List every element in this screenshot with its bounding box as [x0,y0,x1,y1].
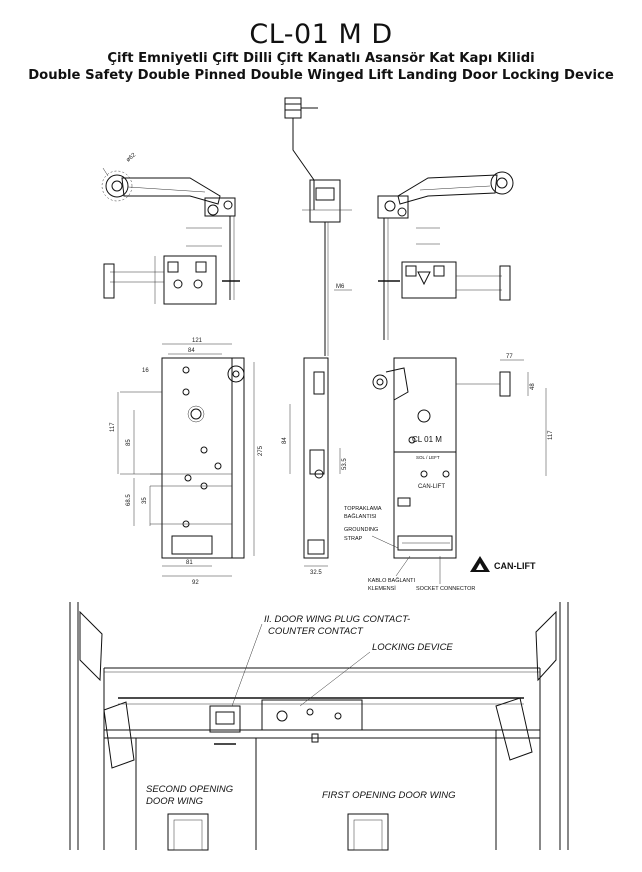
ground-label-en-2: STRAP [344,536,363,542]
cable-label-tr-1: KABLO BAĞLANTI [368,577,416,584]
dim-48: 48 [530,383,536,390]
subtitle-turkish: Çift Emniyetli Çift Dilli Çift Kanatlı A… [107,51,535,66]
cable-label-en: SOCKET CONNECTOR [416,586,475,592]
locking-device-label: LOCKING DEVICE [372,642,453,653]
dim-53-5: 53.5 [342,458,348,470]
ground-label-en-1: GROUNDING [344,527,378,533]
header: CL-01 M D Çift Emniyetli Çift Dilli Çift… [0,0,642,84]
dim-81: 81 [186,560,193,566]
left-lock-body: 121 84 16 117 85 275 68.5 35 81 92 [110,338,264,586]
second-wing-label-2: DOOR WING [146,796,203,807]
dim-117: 117 [110,422,116,432]
device-model-label: CL 01 M [412,435,442,444]
dim-77: 77 [506,354,513,360]
plug-contact-label-1: II. DOOR WING PLUG CONTACT- [264,614,410,625]
dim-m6: M6 [336,284,345,290]
first-wing-label: FIRST OPENING DOOR WING [322,790,456,801]
door-assembly: II. DOOR WING PLUG CONTACT- COUNTER CONT… [69,602,569,851]
dim-121: 121 [192,338,203,344]
second-wing-label-1: SECOND OPENING [146,784,233,795]
device-side-label: SOL / LEFT [416,455,440,460]
dim-32-5: 32.5 [310,570,322,576]
dim-84-side: 84 [282,437,288,444]
left-lever-assembly: ø62 [101,152,236,300]
plug-contact-label-2: COUNTER CONTACT [268,626,364,637]
dim-phi62: ø62 [125,152,137,164]
dim-35: 35 [142,497,148,504]
right-lock-body: CL 01 M SOL / LEFT CAN-LIFT 77 48 117 [372,354,554,559]
dim-68-5: 68.5 [126,494,132,506]
subtitle-english: Double Safety Double Pinned Double Winge… [28,68,614,83]
dim-84: 84 [188,348,195,354]
device-brand-label: CAN-LIFT [418,484,445,490]
ground-label-tr-2: BAĞLANTISI [344,513,377,520]
dim-275: 275 [258,445,264,456]
callout-labels: TOPRAKLAMA BAĞLANTISI GROUNDING STRAP KA… [344,506,475,592]
left-bracket [103,255,240,305]
logo-text: CAN-LIFT [494,561,536,571]
cable-label-tr-2: KLEMENSİ [368,585,396,592]
dim-117-right: 117 [548,430,554,440]
right-bracket [378,261,511,301]
dim-92: 92 [192,580,199,586]
right-lever-assembly [377,171,514,340]
center-side-view: M6 84 53.5 32.5 [282,97,352,576]
canlift-logo: CAN-LIFT [470,556,536,572]
dim-16: 16 [142,368,149,374]
ground-label-tr-1: TOPRAKLAMA [344,506,382,512]
dim-85: 85 [126,439,132,446]
page-title: CL-01 M D [249,19,393,50]
